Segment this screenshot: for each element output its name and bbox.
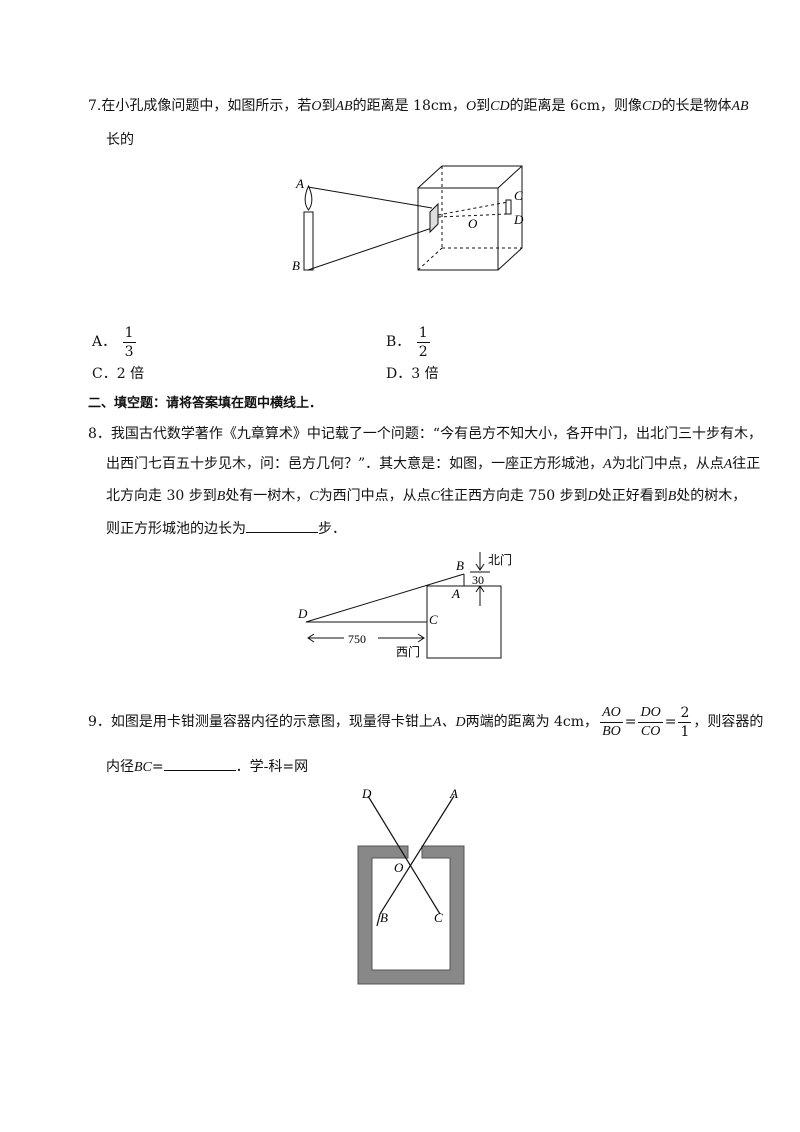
- q9-line-2: 内径BC=．学-科=网: [106, 756, 308, 778]
- label-B: B: [456, 558, 464, 573]
- q7-line-2: 长的: [106, 132, 134, 148]
- label-D: D: [297, 606, 308, 621]
- label-C: C: [429, 612, 438, 627]
- option-d[interactable]: D．3 倍: [386, 366, 439, 382]
- city-square: [426, 585, 502, 659]
- label-A: A: [295, 176, 304, 191]
- label-A: A: [449, 786, 458, 801]
- cube-front: [417, 187, 499, 271]
- label-B: B: [380, 910, 388, 925]
- ray-bottom: [307, 227, 433, 271]
- label-B: B: [292, 258, 300, 273]
- q8-line-2: 出西门七百五十步见木，问：邑方几何？”．其大意是：如图，一座正方形城池，A为北门…: [106, 456, 761, 472]
- square-city-figure: 750 30 北门 西门 B A C D: [297, 552, 512, 659]
- candle-flame: [304, 184, 313, 211]
- label-750: 750: [348, 632, 366, 646]
- q9-answer-blank[interactable]: [163, 756, 236, 771]
- q8-line-4: 则正方形城池的边长为步．: [106, 518, 346, 539]
- option-c[interactable]: C．2 倍: [92, 366, 145, 382]
- q8-line-3: 北方向走 30 步到B处有一树木，C为西门中点，从点C往正西方向走 750 步到…: [106, 488, 747, 504]
- section-title-fill-in: 二、填空题：请将答案填在题中横线上．: [88, 396, 323, 411]
- label-D: D: [513, 212, 524, 227]
- label-C: C: [514, 188, 523, 203]
- ray-top: [307, 186, 433, 209]
- pinhole-plate: [429, 202, 439, 234]
- label-west-gate: 西门: [396, 644, 420, 659]
- label-O: O: [468, 216, 478, 231]
- q7-line-1: 7.在小孔成像问题中，如图所示，若O到AB的距离是 18cm，O到CD的距离是 …: [88, 98, 749, 114]
- image-plate: [505, 199, 512, 215]
- label-D: D: [361, 786, 372, 801]
- q8-answer-blank[interactable]: [246, 518, 318, 533]
- caliper-arm-DC: [367, 795, 441, 915]
- caliper-figure: D A O B C: [357, 786, 465, 985]
- label-C: C: [434, 910, 443, 925]
- label-north-gate: 北门: [488, 552, 512, 567]
- q8-line-1: 8．我国古代数学著作《九章算术》中记载了一个问题：“今有邑方不知大小，各开中门，…: [88, 426, 763, 442]
- label-O: O: [394, 860, 404, 875]
- q9-line-1: 9．如图是用卡钳测量容器内径的示意图，现量得卡钳上A、D两端的距离为 4cm，A…: [88, 704, 764, 740]
- container-wall: [357, 845, 465, 985]
- sight-line-DB: [305, 573, 465, 623]
- label-A: A: [451, 586, 460, 601]
- candle-body: [303, 211, 314, 271]
- label-30: 30: [472, 573, 484, 587]
- pinhole-camera-figure: A B C D O: [292, 165, 524, 273]
- caliper-arm-AB: [379, 795, 455, 915]
